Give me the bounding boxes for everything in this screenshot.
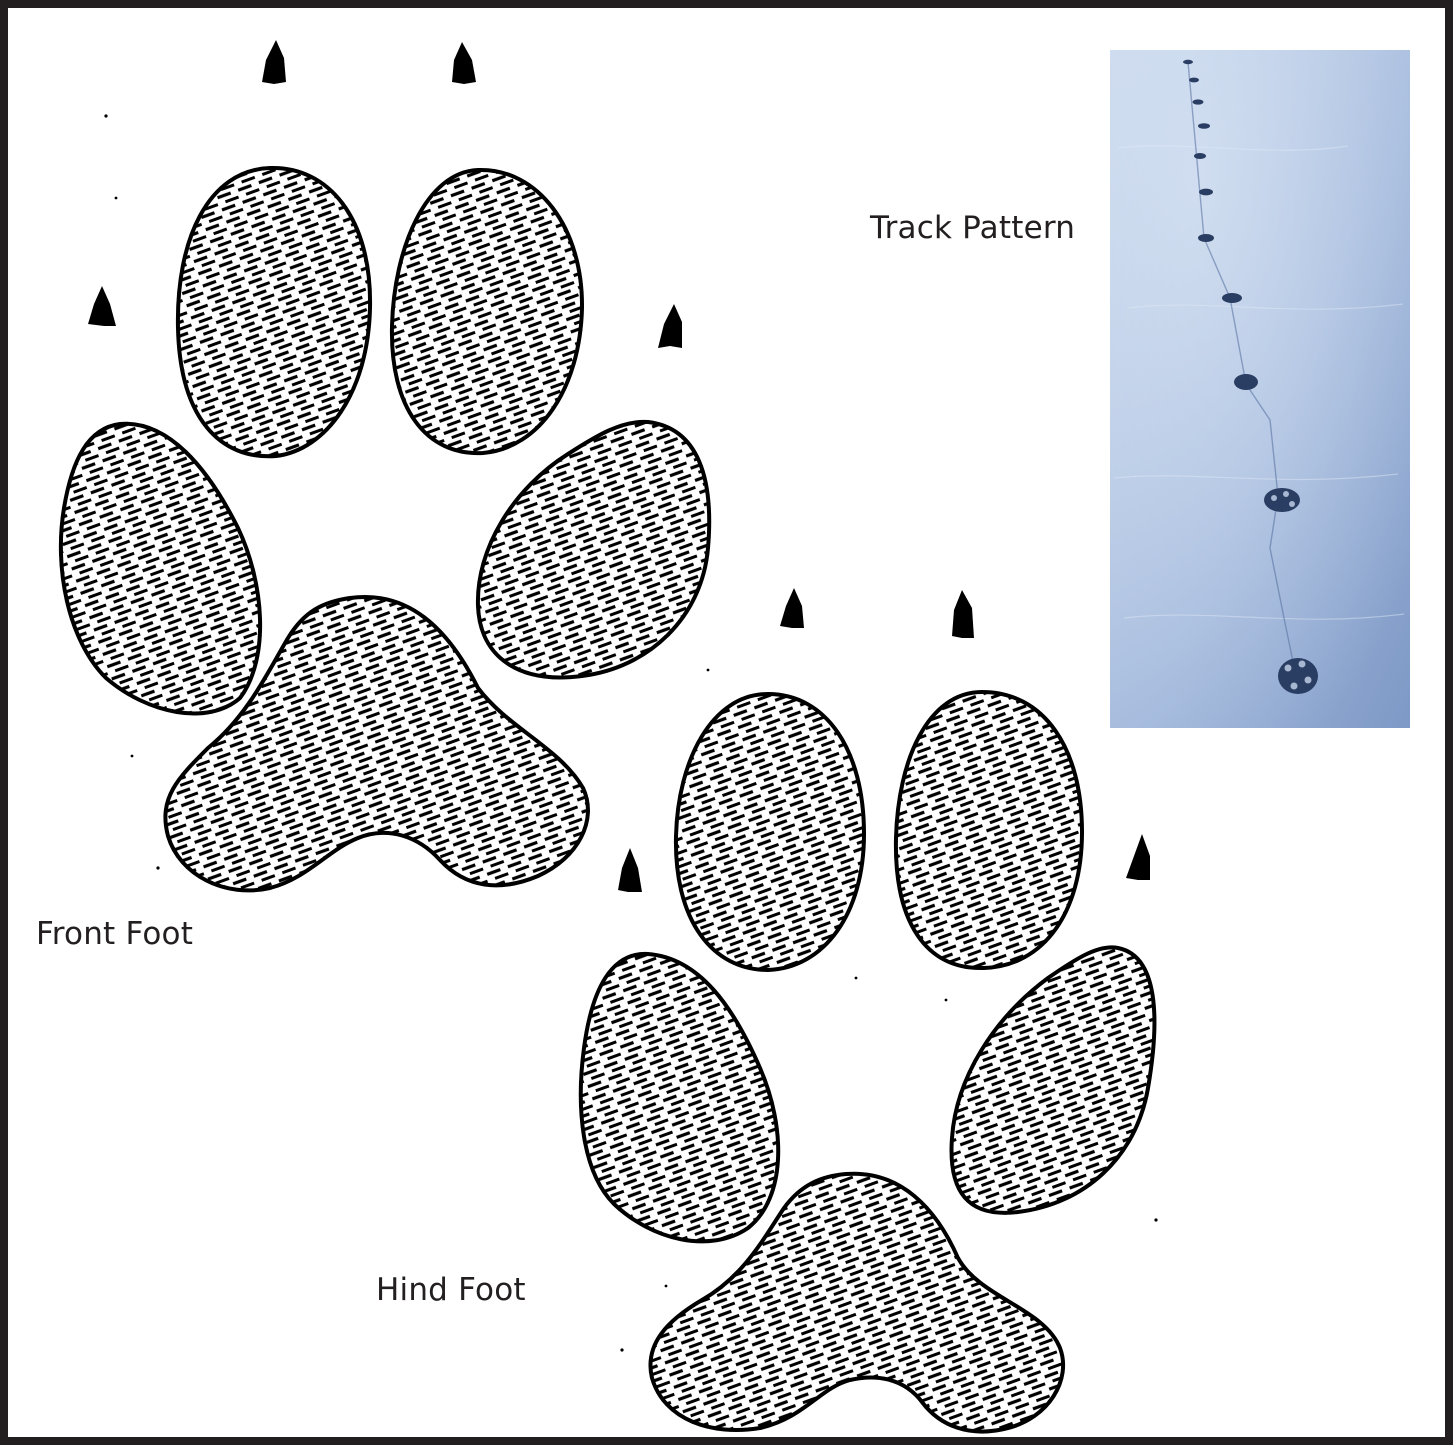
front-toe-pad-right-top	[392, 170, 582, 453]
claw-mark-icon	[452, 42, 476, 84]
claw-mark-icon	[618, 848, 642, 892]
paw-print-illustration	[8, 8, 1453, 1453]
hind-toe-pad-left-top	[676, 694, 864, 970]
track-pattern-photo	[1110, 50, 1410, 728]
hind-toe-pad-left-outer	[581, 954, 778, 1241]
front-foot-label: Front Foot	[36, 916, 193, 952]
claw-mark-icon	[952, 590, 974, 638]
track-pattern-label: Track Pattern	[870, 210, 1075, 246]
claw-mark-icon	[658, 304, 682, 348]
claw-mark-icon	[262, 40, 286, 84]
claw-mark-icon	[88, 286, 116, 326]
front-foot-print	[61, 40, 710, 890]
claw-mark-icon	[780, 588, 804, 628]
front-toe-pad-left-outer	[61, 424, 260, 714]
claw-mark-icon	[1126, 834, 1150, 880]
hind-toe-pad-right-outer	[952, 947, 1155, 1212]
hind-foot-label: Hind Foot	[376, 1272, 526, 1308]
front-toe-pad-right-outer	[478, 422, 709, 678]
hind-foot-print	[581, 588, 1158, 1432]
hind-toe-pad-right-top	[896, 692, 1082, 968]
front-toe-pad-left-top	[178, 168, 370, 456]
